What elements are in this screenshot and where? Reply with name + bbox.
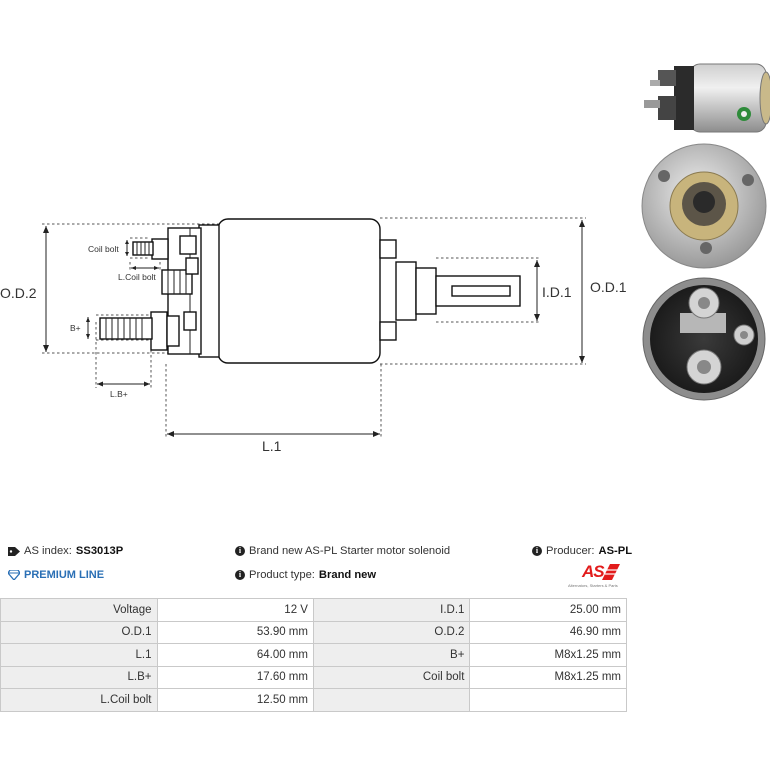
- od1-label: O.D.1: [590, 279, 627, 295]
- spec-value: [469, 688, 627, 712]
- od2-label: O.D.2: [0, 285, 37, 301]
- as-index: AS index: SS3013P: [8, 545, 123, 557]
- premium-label: PREMIUM LINE: [24, 569, 105, 581]
- producer-label: Producer:: [546, 545, 595, 557]
- spec-value: 64.00 mm: [156, 643, 314, 667]
- spec-label: [312, 688, 471, 712]
- spec-value: M8x1.25 mm: [469, 643, 627, 667]
- description: i Brand new AS-PL Starter motor solenoid: [235, 545, 450, 557]
- l1-label: L.1: [262, 438, 282, 454]
- as-index-value: SS3013P: [75, 545, 124, 557]
- spec-value: 12.50 mm: [156, 688, 314, 712]
- l-coil-bolt-label: L.Coil bolt: [118, 272, 156, 282]
- product-photo-front: [641, 143, 767, 269]
- producer: i Producer: AS-PL: [532, 545, 632, 557]
- tag-icon: [8, 546, 20, 556]
- diamond-icon: [8, 570, 20, 580]
- product-photo-rear: [642, 277, 766, 401]
- spec-label: O.D.2: [312, 620, 471, 644]
- info-icon: i: [235, 570, 245, 580]
- spec-value: 12 V: [156, 598, 314, 622]
- spec-value: 25.00 mm: [469, 598, 627, 622]
- as-index-label: AS index:: [24, 545, 72, 557]
- premium-line: PREMIUM LINE: [8, 569, 104, 581]
- spec-value: 17.60 mm: [156, 665, 314, 689]
- coil-bolt-label: Coil bolt: [88, 244, 119, 254]
- product-type: i Product type: Brand new: [235, 569, 376, 581]
- spec-label: L.B+: [0, 665, 158, 689]
- description-text: Brand new AS-PL Starter motor solenoid: [249, 545, 451, 557]
- id1-label: I.D.1: [542, 284, 572, 300]
- bplus-label: B+: [70, 323, 81, 333]
- solenoid-body: [217, 218, 381, 364]
- logo-mark-icon: [602, 564, 620, 580]
- product-type-value: Brand new: [318, 569, 377, 581]
- spec-value: M8x1.25 mm: [469, 665, 627, 689]
- logo-sub: Alternators, Starters & Parts: [568, 583, 618, 588]
- spec-label: L.Coil bolt: [0, 688, 158, 712]
- info-icon: i: [532, 546, 542, 556]
- spec-label: O.D.1: [0, 620, 158, 644]
- product-type-label: Product type:: [249, 569, 315, 581]
- producer-value: AS-PL: [598, 545, 633, 557]
- logo-text: AS: [582, 562, 605, 581]
- spec-value: 53.90 mm: [156, 620, 314, 644]
- spec-label: Coil bolt: [312, 665, 471, 689]
- lb-label: L.B+: [110, 389, 128, 399]
- spec-label: L.1: [0, 643, 158, 667]
- product-photo-side: [644, 63, 770, 133]
- as-pl-logo: AS Alternators, Starters & Parts: [566, 562, 628, 590]
- spec-label: Voltage: [0, 598, 158, 622]
- technical-drawing: O.D.2 O.D.1 I.D.1 L.1 L.B+ B+ Coil bolt …: [0, 217, 627, 454]
- spec-value: 46.90 mm: [469, 620, 627, 644]
- spec-label: I.D.1: [312, 598, 471, 622]
- spec-label: B+: [312, 643, 471, 667]
- plunger: [395, 261, 417, 321]
- info-icon: i: [235, 546, 245, 556]
